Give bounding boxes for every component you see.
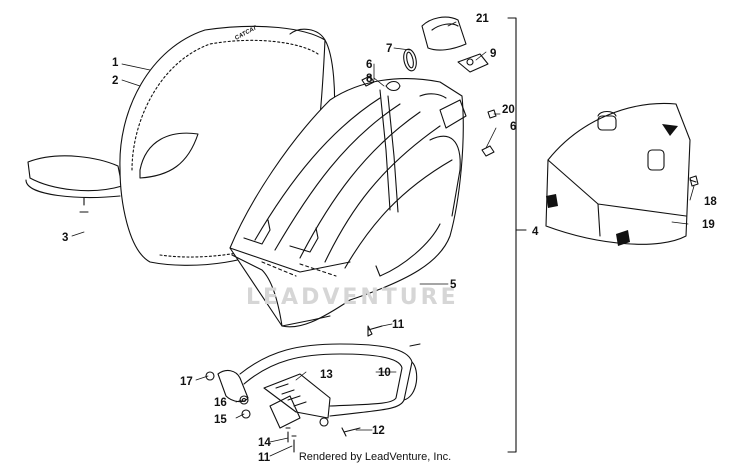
callout-14: 14	[258, 437, 271, 449]
nut-17	[205, 371, 215, 381]
bumper-bracket	[217, 369, 331, 429]
callout-6-side: 6	[510, 121, 516, 133]
callout-19: 19	[702, 219, 715, 231]
bolt-11-side	[409, 343, 421, 347]
fastener-8	[385, 80, 401, 92]
callout-6-top: 6	[366, 59, 372, 71]
latch-cover	[421, 16, 467, 51]
strap-ring	[403, 48, 417, 72]
bolt-14	[285, 427, 291, 443]
fastener-6-side	[481, 145, 495, 157]
bolt-11-upper	[367, 325, 383, 337]
screw-18	[689, 179, 697, 183]
rear-bumper	[239, 343, 418, 417]
callout-15: 15	[214, 414, 227, 426]
fastener-6-top	[361, 75, 375, 87]
callout-21: 21	[476, 13, 489, 25]
washer-16	[239, 395, 249, 405]
callout-11-upper: 11	[392, 319, 405, 331]
latch-plate	[457, 53, 489, 73]
bolt-12	[341, 427, 361, 437]
bolt-11-lower	[291, 435, 297, 453]
callout-5: 5	[450, 279, 457, 291]
render-credit: Rendered by LeadVenture, Inc.	[298, 451, 452, 463]
watermark: LEADVENTURE	[246, 285, 459, 310]
callout-4: 4	[532, 226, 539, 238]
callout-2: 2	[112, 75, 118, 87]
assembly-bracket	[507, 17, 517, 453]
leader-lines	[71, 21, 695, 457]
callout-8: 8	[366, 73, 373, 85]
callout-9: 9	[490, 48, 496, 60]
callout-7: 7	[386, 43, 392, 55]
callout-13: 13	[320, 369, 333, 381]
callout-16: 16	[214, 397, 227, 409]
callout-18: 18	[704, 196, 717, 208]
fuel-tank	[545, 102, 699, 246]
callout-11-lower: 11	[258, 452, 271, 464]
callout-17: 17	[180, 376, 193, 388]
fastener-20	[487, 109, 497, 119]
callout-20: 20	[502, 104, 515, 116]
callout-1: 1	[112, 57, 119, 69]
washer-15	[241, 409, 251, 419]
callout-labels: 1 2 3 4 5 6 6 7 8 9 10 11 11 12 13 14 15…	[62, 13, 717, 464]
callout-10: 10	[378, 367, 391, 379]
callout-3: 3	[62, 232, 68, 244]
seat-base-frame	[229, 78, 467, 328]
callout-12: 12	[372, 425, 385, 437]
